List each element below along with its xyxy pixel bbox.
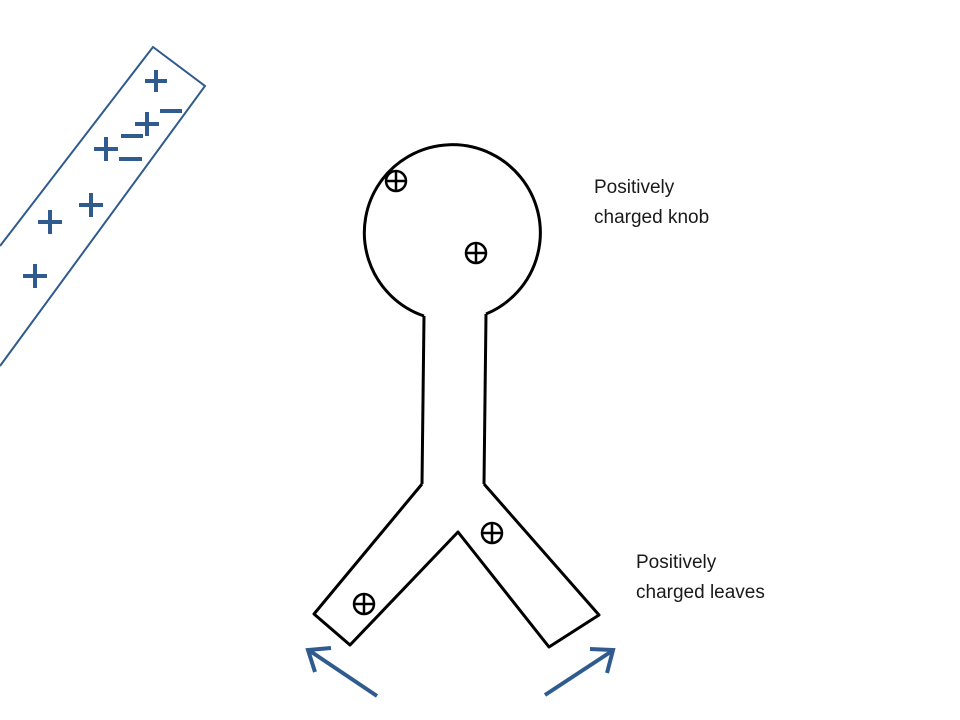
divergence-arrows <box>305 646 616 698</box>
rod-plus-sign <box>135 112 159 136</box>
electroscope-stem-right <box>482 313 488 485</box>
leaf-charge-icon <box>352 592 376 616</box>
rod-plus-sign <box>94 137 118 161</box>
leaves-label-line2: charged leaves <box>636 582 765 603</box>
knob-label-line2: charged knob <box>594 207 710 228</box>
rod-plus-sign <box>38 210 62 234</box>
rod-outline <box>0 45 207 367</box>
right-arrow-icon <box>543 647 616 697</box>
leaves-label-line1: Positively <box>636 552 717 573</box>
rod-charges <box>23 70 182 288</box>
knob-label-line1: Positively <box>594 177 675 198</box>
rod-plus-sign <box>23 264 47 288</box>
left-arrow-icon <box>305 646 379 698</box>
leaf-charge-icon <box>480 521 504 545</box>
rod-plus-sign <box>79 193 103 217</box>
charged-rod <box>0 45 207 367</box>
knob-charge-icon <box>384 169 408 193</box>
electroscope-stem-left <box>420 315 426 485</box>
leaves-label: Positively charged leaves <box>636 548 765 608</box>
rod-plus-sign <box>145 70 167 92</box>
electroscope-leaves <box>312 483 601 649</box>
knob-label: Positively charged knob <box>594 173 709 233</box>
knob-charge-icon <box>464 241 488 265</box>
electroscope-charges <box>352 169 504 616</box>
electroscope-knob <box>362 143 542 318</box>
electroscope <box>312 143 601 649</box>
